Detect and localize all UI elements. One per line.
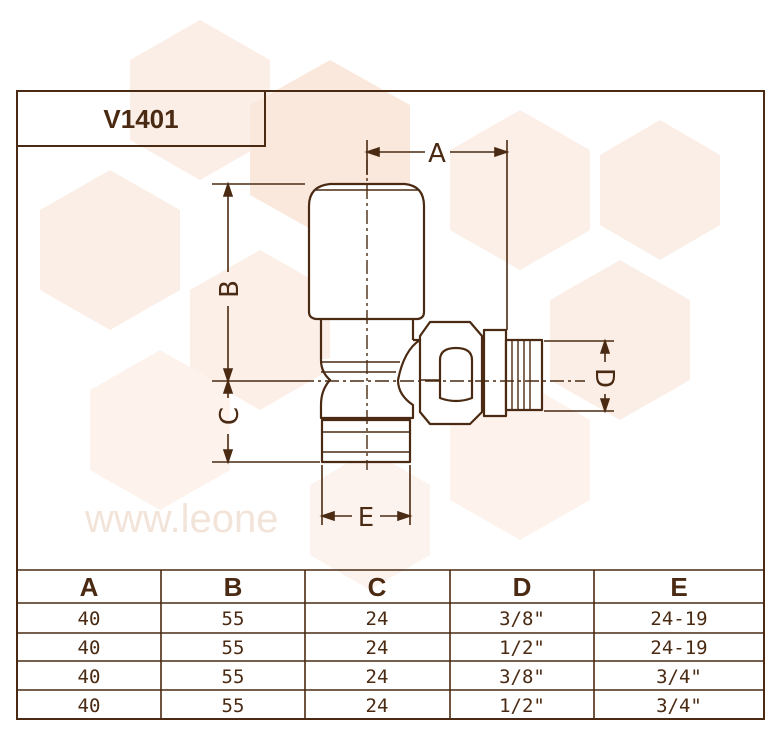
table-cell: 40 (78, 666, 101, 688)
valve-lower-tail (320, 418, 412, 464)
centre-lines (300, 160, 585, 470)
table-row: 40 55 24 3/8" 24-19 (78, 608, 708, 630)
table-cell: 40 (78, 637, 101, 659)
model-title-box: V1401 (17, 90, 266, 147)
model-label: V1401 (103, 104, 178, 134)
dimension-label-c: C (215, 407, 245, 425)
table-header-b: B (224, 572, 243, 602)
table-cell: 24 (366, 695, 389, 717)
table-header-e: E (670, 572, 687, 602)
table-header-a: A (80, 572, 99, 602)
table-cell: 3/4" (656, 695, 702, 717)
dimension-label-d: D (589, 368, 619, 388)
table-cell: 1/2" (499, 637, 545, 659)
table-row: 40 55 24 1/2" 3/4" (78, 695, 702, 717)
table-cell: 3/8" (499, 666, 545, 688)
table-row: 40 55 24 3/8" 3/4" (78, 666, 702, 688)
dimension-lines (212, 140, 614, 525)
table-row: 40 55 24 1/2" 24-19 (78, 637, 708, 659)
watermark-text: www.leone (84, 497, 278, 541)
dimension-table (17, 569, 764, 719)
valve-side-tail (482, 328, 508, 418)
table-cell: 55 (222, 637, 245, 659)
dimension-label-e: E (358, 503, 374, 533)
table-cell: 40 (78, 695, 101, 717)
table-cell: 3/4" (656, 666, 702, 688)
table-cell: 24 (366, 608, 389, 630)
table-header-c: C (368, 572, 387, 602)
table-cell: 3/8" (499, 608, 545, 630)
table-cell: 55 (222, 695, 245, 717)
table-cell: 55 (222, 666, 245, 688)
table-cell: 24-19 (650, 637, 707, 659)
valve-cap (307, 182, 426, 321)
dimension-label-a: A (428, 139, 446, 169)
table-cell: 24 (366, 637, 389, 659)
table-cell: 1/2" (499, 695, 545, 717)
dimension-label-b: B (215, 280, 245, 298)
table-cell: 24-19 (650, 608, 707, 630)
valve-body (319, 338, 422, 420)
valve-drawing (307, 182, 544, 464)
table-cell: 24 (366, 666, 389, 688)
table-cell: 55 (222, 608, 245, 630)
table-cell: 40 (78, 608, 101, 630)
table-header-row: A B C D E (80, 572, 688, 602)
valve-neck (319, 320, 415, 360)
outer-frame (16, 90, 765, 720)
watermark-hexagons (40, 20, 720, 590)
table-header-d: D (513, 572, 532, 602)
